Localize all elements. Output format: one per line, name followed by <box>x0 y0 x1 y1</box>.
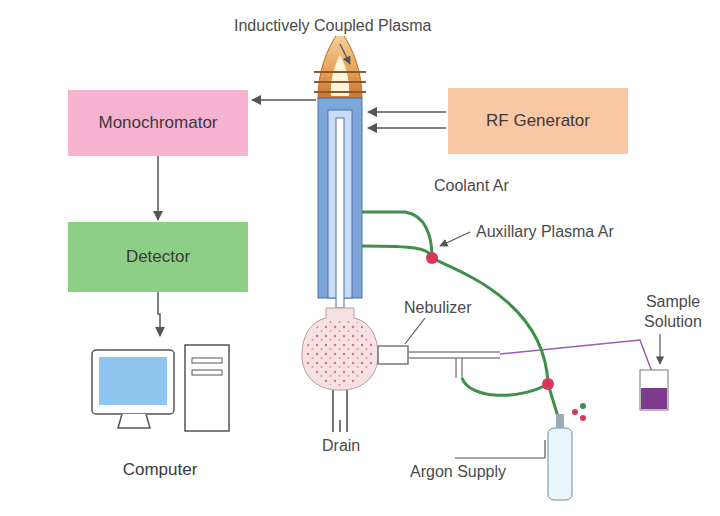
spray-chamber <box>302 308 378 390</box>
argon-cylinder <box>548 428 572 500</box>
node-label: RF Generator <box>486 111 590 131</box>
nebulizer-gas-inlet <box>456 358 462 378</box>
plasma-flame <box>318 30 362 98</box>
gas-valve <box>426 252 438 264</box>
part-label: Sample Solution <box>626 292 720 332</box>
nebulizer-capillary <box>408 352 500 358</box>
sample-liquid <box>641 388 667 409</box>
part-label: Drain <box>320 436 362 456</box>
cylinder-valve <box>556 414 564 428</box>
leader-line <box>455 457 545 458</box>
leader-line <box>659 334 660 364</box>
node-label: Computer <box>123 460 198 480</box>
torch-injector-tube <box>336 118 344 308</box>
rf-coil <box>314 72 366 92</box>
plasma-core <box>331 55 349 96</box>
computer-illustration <box>92 345 229 431</box>
regulator-knob <box>572 409 578 415</box>
leader-line <box>340 44 350 64</box>
part-label: Nebulizer <box>402 298 474 318</box>
part-label: Coolant Ar <box>432 176 511 196</box>
process-box: Detector <box>68 222 248 292</box>
part-label: Argon Supply <box>408 462 508 482</box>
aerosol-mist <box>306 320 374 386</box>
process-box: Monochromator <box>68 90 248 156</box>
gas-valve <box>542 378 554 390</box>
part-label: Auxillary Plasma Ar <box>474 222 616 242</box>
sample-tube <box>500 340 652 372</box>
leader-line <box>440 232 470 246</box>
rf-arrow <box>368 111 446 113</box>
process-box: RF Generator <box>448 88 628 154</box>
sample-bottle <box>640 370 668 410</box>
part-label: Inductively Coupled Plasma <box>232 16 433 36</box>
node-label: Detector <box>126 247 190 267</box>
leader-line <box>544 440 545 458</box>
flow-arrow <box>158 292 160 336</box>
rf-arrow <box>368 127 446 129</box>
flow-arrow <box>157 156 159 220</box>
regulator-knob <box>580 403 586 409</box>
emission-arrow <box>252 99 316 101</box>
drain-tube <box>333 390 347 432</box>
computer-node: Computer <box>84 338 236 484</box>
leader-line <box>405 318 425 344</box>
argon-gas-lines <box>362 212 559 420</box>
regulator-knob <box>580 415 586 421</box>
nebulizer-body <box>378 346 408 364</box>
node-label: Monochromator <box>98 113 217 133</box>
